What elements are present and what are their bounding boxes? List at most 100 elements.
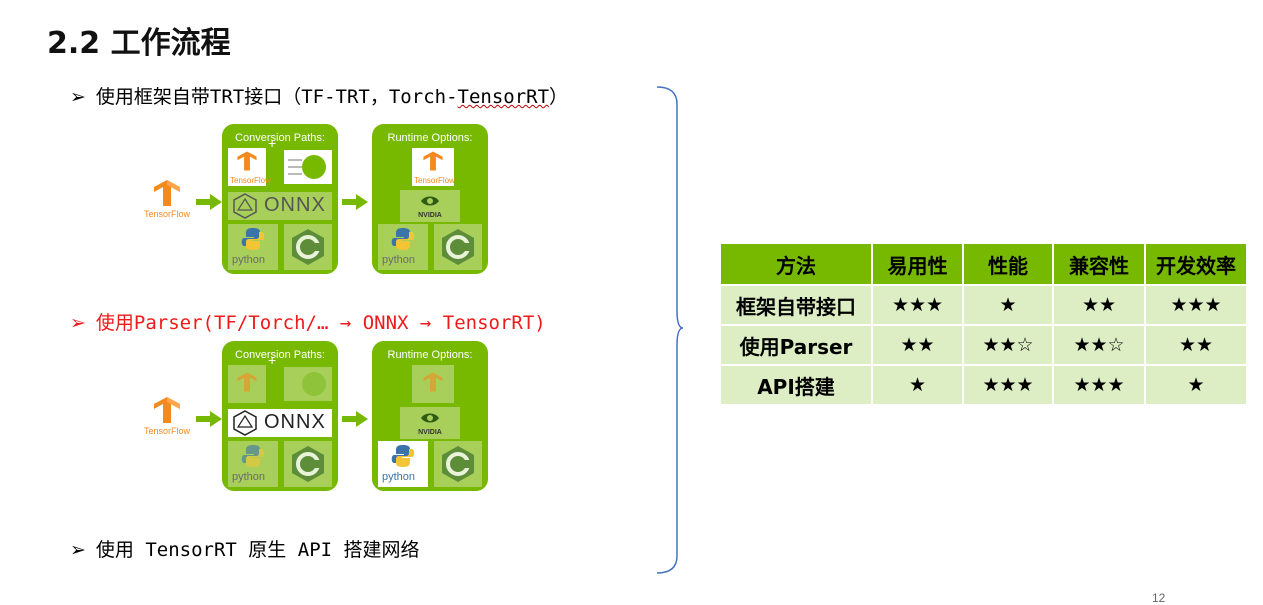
tensorflow-icon bbox=[423, 151, 443, 171]
tensorflow-icon bbox=[237, 372, 257, 392]
nvidia-label: NVIDIA bbox=[418, 212, 442, 219]
plus-sign: + bbox=[268, 352, 277, 368]
rating-cell: ★★☆ bbox=[962, 324, 1054, 366]
python-tile: python bbox=[378, 441, 428, 487]
bullet-text-prefix: 使用框架自带TRT接口（TF-TRT，Torch- bbox=[95, 86, 458, 108]
plus-sign: + bbox=[268, 135, 277, 151]
python-label: python bbox=[232, 471, 266, 483]
conversion-paths-panel: Conversion Paths: TensorFlow + ONNX bbox=[222, 124, 338, 274]
python-icon bbox=[241, 445, 265, 467]
onnx-label: ONNX bbox=[264, 411, 326, 433]
arrow-right-icon bbox=[342, 194, 368, 210]
python-label: python bbox=[232, 254, 266, 266]
tensorflow-logo: TensorFlow bbox=[140, 395, 194, 436]
right-brace-icon bbox=[656, 86, 684, 574]
cpp-icon bbox=[292, 446, 324, 482]
bullet-framework-trt: ➢ 使用框架自带TRT接口（TF-TRT，Torch-TensorRT） bbox=[70, 82, 568, 109]
conversion-paths-panel: Conversion Paths: + ONNX python bbox=[222, 341, 338, 491]
spellcheck-underlined-word: TensorRT bbox=[457, 86, 550, 108]
runtime-options-title: Runtime Options: bbox=[387, 349, 473, 361]
tensorflow-label: TensorFlow bbox=[230, 176, 271, 185]
triton-server-tile: NVIDIA bbox=[400, 407, 460, 439]
runtime-options-title: Runtime Options: bbox=[387, 132, 473, 144]
runtime-options-panel: Runtime Options: NVIDIA python bbox=[372, 341, 488, 491]
rating-cell: ★ bbox=[962, 284, 1054, 326]
rating-cell: ★★★ bbox=[1144, 284, 1248, 326]
tensorflow-label: TensorFlow bbox=[414, 176, 455, 185]
row-label: 框架自带接口 bbox=[719, 284, 873, 326]
row-label: API搭建 bbox=[719, 364, 873, 406]
tensorflow-label: TensorFlow bbox=[143, 209, 190, 219]
onnx-label: ONNX bbox=[264, 194, 326, 216]
comparison-table: 方法 易用性 性能 兼容性 开发效率 框架自带接口 ★★★ ★ ★★ ★★★ 使… bbox=[719, 242, 1248, 406]
bullet-text: 使用 TensorRT 原生 API 搭建网络 bbox=[95, 539, 420, 561]
tensorflow-icon bbox=[423, 372, 443, 392]
arrow-right-icon bbox=[196, 194, 222, 210]
cpp-tile bbox=[434, 441, 482, 487]
header-performance: 性能 bbox=[962, 242, 1054, 286]
bullet-arrow-icon: ➢ bbox=[70, 312, 86, 334]
tensorflow-icon bbox=[154, 397, 180, 423]
cpp-icon bbox=[442, 446, 474, 482]
nvidia-eye-icon bbox=[421, 196, 439, 206]
tensorrt-icon bbox=[288, 155, 326, 179]
onnx-icon bbox=[233, 410, 257, 436]
tensorrt-icon bbox=[302, 372, 326, 396]
cpp-icon bbox=[442, 229, 474, 265]
header-ease-of-use: 易用性 bbox=[871, 242, 964, 286]
table-row: API搭建 ★ ★★★ ★★★ ★ bbox=[719, 364, 1248, 406]
tensorflow-tile bbox=[412, 365, 454, 403]
bullet-text-suffix: ） bbox=[549, 86, 569, 108]
conversion-paths-title: Conversion Paths: bbox=[235, 349, 325, 361]
cpp-icon bbox=[292, 229, 324, 265]
runtime-options-panel: Runtime Options: TensorFlow NVIDIA pytho… bbox=[372, 124, 488, 274]
tensorrt-tile bbox=[284, 150, 332, 184]
onnx-icon bbox=[233, 193, 257, 219]
header-method: 方法 bbox=[719, 242, 873, 286]
tensorflow-tile: TensorFlow bbox=[412, 148, 455, 186]
cpp-tile bbox=[434, 224, 482, 270]
workflow-diagram-parser: TensorFlow Conversion Paths: + ONNX pyth… bbox=[140, 341, 500, 493]
rating-cell: ★★ bbox=[1052, 284, 1146, 326]
workflow-diagram-tftrt: TensorFlow Conversion Paths: TensorFlow … bbox=[140, 124, 500, 276]
cpp-tile bbox=[284, 224, 332, 270]
python-icon bbox=[241, 228, 265, 250]
triton-server-tile: NVIDIA bbox=[400, 190, 460, 222]
python-icon bbox=[391, 228, 415, 250]
rating-cell: ★ bbox=[871, 364, 964, 406]
tensorflow-logo: TensorFlow bbox=[140, 178, 194, 219]
rating-cell: ★ bbox=[1144, 364, 1248, 406]
bullet-arrow-icon: ➢ bbox=[70, 86, 86, 108]
python-label: python bbox=[382, 471, 416, 483]
onnx-tile: ONNX bbox=[228, 192, 332, 220]
page-number: 12 bbox=[1152, 591, 1166, 605]
bullet-native-api: ➢ 使用 TensorRT 原生 API 搭建网络 bbox=[70, 535, 420, 562]
conversion-paths-title: Conversion Paths: bbox=[235, 132, 325, 144]
rating-cell: ★★★ bbox=[871, 284, 964, 326]
nvidia-eye-icon bbox=[421, 413, 439, 423]
table-header-row: 方法 易用性 性能 兼容性 开发效率 bbox=[719, 242, 1248, 286]
python-tile: python bbox=[378, 224, 428, 270]
header-compatibility: 兼容性 bbox=[1052, 242, 1146, 286]
python-tile: python bbox=[228, 441, 278, 487]
header-dev-efficiency: 开发效率 bbox=[1144, 242, 1248, 286]
row-label: 使用Parser bbox=[719, 324, 873, 366]
bullet-text: 使用Parser(TF/Torch/… → ONNX → TensorRT) bbox=[95, 312, 546, 334]
rating-cell: ★★☆ bbox=[1052, 324, 1146, 366]
rating-cell: ★★ bbox=[871, 324, 964, 366]
tensorflow-tile: TensorFlow bbox=[228, 148, 271, 186]
arrow-right-icon bbox=[342, 411, 368, 427]
rating-cell: ★★★ bbox=[962, 364, 1054, 406]
bullet-arrow-icon: ➢ bbox=[70, 539, 86, 561]
tensorrt-tile bbox=[284, 367, 332, 401]
bullet-parser: ➢ 使用Parser(TF/Torch/… → ONNX → TensorRT) bbox=[70, 308, 546, 335]
python-tile: python bbox=[228, 224, 278, 270]
tensorflow-icon bbox=[154, 180, 180, 206]
python-icon bbox=[391, 445, 415, 467]
rating-cell: ★★ bbox=[1144, 324, 1248, 366]
python-label: python bbox=[382, 254, 416, 266]
tensorflow-tile bbox=[228, 365, 266, 403]
slide-title: 2.2 工作流程 bbox=[47, 26, 231, 61]
onnx-tile: ONNX bbox=[228, 409, 332, 437]
tensorflow-icon bbox=[237, 151, 257, 171]
